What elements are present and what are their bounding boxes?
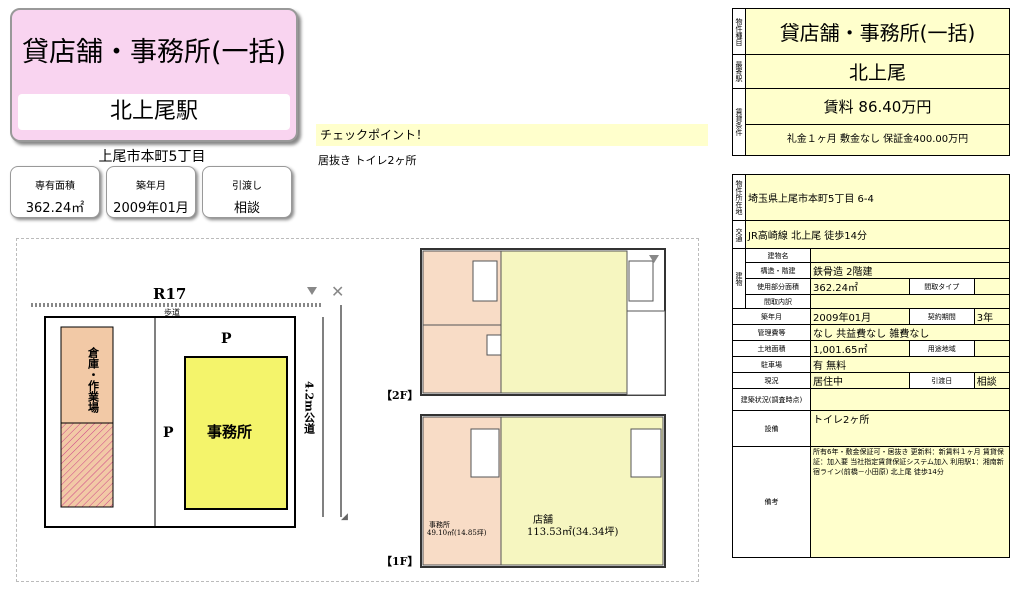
store-room-label: 店舗 <box>533 513 553 526</box>
floor2-label: 【2F】 <box>381 389 418 402</box>
warehouse-label: 倉庫・作業場 <box>87 346 101 414</box>
public-road-label: 4.2m公道 <box>303 381 316 434</box>
building-name <box>810 248 1010 263</box>
sidewalk-label: 歩道 <box>164 307 180 317</box>
site-plan: ✕ ◢ R17 歩道 P P 事務所 倉庫・作業場 4.2m公道 <box>31 282 348 528</box>
traffic-side-label: 交通 <box>732 220 746 249</box>
contract-label: 契約期間 <box>908 308 975 325</box>
contract-value: 3年 <box>973 308 1011 325</box>
address-side-label: 物件所在地 <box>732 174 746 221</box>
structure-value: 鉄骨造 2階建 <box>810 262 1010 279</box>
summary-type: 貸店舗・事務所(一括) <box>745 8 1010 55</box>
handover-value: 相談 <box>233 201 260 216</box>
usage-area-value: 362.24㎡ <box>810 278 910 295</box>
usage-area-label: 使用部分面積 <box>745 278 811 295</box>
handover-badge: 引渡し 相談 <box>202 166 292 218</box>
structure-label: 構造・階建 <box>745 262 811 279</box>
area-value: 362.24㎡ <box>25 201 85 216</box>
status-label: 現況 <box>732 372 811 389</box>
layout-detail-label: 間取内訳 <box>745 294 811 309</box>
property-address: 上尾市本町5丁目 <box>98 149 206 165</box>
road-label: R17 <box>153 285 186 303</box>
summary-rent: 賃料 86.40万円 <box>823 97 932 116</box>
property-title-card: 貸店舗・事務所(一括) 北上尾駅 <box>10 8 298 142</box>
parking-label: 駐車場 <box>732 356 811 373</box>
station-name: 北上尾駅 <box>18 94 290 130</box>
built-row-value: 2009年01月 <box>810 308 910 325</box>
parking-value: 有 無料 <box>810 356 1010 373</box>
parking-left-label: P <box>163 425 174 441</box>
handover-label: 引渡し <box>232 181 262 192</box>
checkpoint-header: チェックポイント！ <box>316 124 708 146</box>
survey-value <box>810 388 1010 411</box>
station-side-label: 最寄駅 <box>732 54 746 89</box>
svg-text:◢: ◢ <box>341 512 348 522</box>
floor-plans: ✕ 【2F】 【1F】 事務所 49.10㎡(14.85坪) 店舗 113.53… <box>381 248 666 568</box>
status-value: 居住中 <box>810 372 910 389</box>
land-value: 1,001.65㎡ <box>810 340 910 357</box>
office-room-label: 事務所 <box>429 520 450 529</box>
area-label: 専有面積 <box>35 181 75 192</box>
arrow-down-icon <box>307 287 317 295</box>
area-badge: 専有面積 362.24㎡ <box>10 166 100 218</box>
store-room-area: 113.53㎡(34.34坪) <box>527 525 619 538</box>
building-side-label: 建物 <box>732 248 746 309</box>
checkpoint-text: 居抜き トイレ2ヶ所 <box>318 154 417 167</box>
built-badge: 築年月 2009年01月 <box>106 166 196 218</box>
built-value: 2009年01月 <box>113 201 189 216</box>
office-room-area: 49.10㎡(14.85坪) <box>427 529 487 537</box>
arrow-down-icon <box>649 255 659 263</box>
built-label: 築年月 <box>136 181 166 192</box>
office-label: 事務所 <box>207 423 252 441</box>
layout-type-value <box>973 278 1011 295</box>
summary-terms: 礼金１ヶ月 敷金なし 保証金400.00万円 <box>746 123 1009 155</box>
zoning-value <box>973 340 1011 357</box>
notes-label: 備考 <box>732 446 811 558</box>
building-name-label: 建物名 <box>745 248 811 263</box>
built-row-label: 築年月 <box>732 308 811 325</box>
floor1-label: 【1F】 <box>381 555 418 568</box>
close-icon[interactable]: ✕ <box>331 282 344 301</box>
parking-top-label: P <box>221 331 232 347</box>
detail-address: 埼玉県上尾市本町5丁目 6-4 <box>745 174 1010 221</box>
handover-row-label: 引渡日 <box>908 372 975 389</box>
facility-label: 設備 <box>732 410 811 447</box>
handover-row-value: 相談 <box>973 372 1011 389</box>
details-table: 物件所在地 埼玉県上尾市本町5丁目 6-4 交通 JR高崎線 北上尾 徒歩14分… <box>732 174 1011 558</box>
zoning-label: 用途地域 <box>908 340 975 357</box>
property-title: 貸店舗・事務所(一括) <box>21 37 287 68</box>
land-label: 土地面積 <box>732 340 811 357</box>
mgmt-label: 管理費等 <box>732 324 811 341</box>
conditions-side-label: 賃貸条件 <box>732 88 746 156</box>
layout-detail-value <box>810 294 1010 309</box>
detail-traffic: JR高崎線 北上尾 徒歩14分 <box>745 220 1010 249</box>
summary-table: 物件種目 貸店舗・事務所(一括) 最寄駅 北上尾 賃貸条件 賃料 86.40万円… <box>732 8 1010 156</box>
mgmt-value: なし 共益費なし 雑費なし <box>810 324 1010 341</box>
type-side-label: 物件種目 <box>732 8 746 55</box>
facility-value: トイレ2ヶ所 <box>810 410 1010 447</box>
plans-panel: ✕ ◢ R17 歩道 P P 事務所 倉庫・作業場 4.2m公道 ✕ 【2F】 … <box>16 238 699 582</box>
survey-label: 建築状況(調査時点) <box>732 388 811 411</box>
summary-station: 北上尾 <box>745 54 1010 89</box>
notes-value: 所有6年・敷金保証可・居抜き 更新料：新賃料１ヶ月 賃貸保証：加入要 当社指定賃… <box>810 446 1010 558</box>
layout-type-label: 間取タイプ <box>908 278 975 295</box>
